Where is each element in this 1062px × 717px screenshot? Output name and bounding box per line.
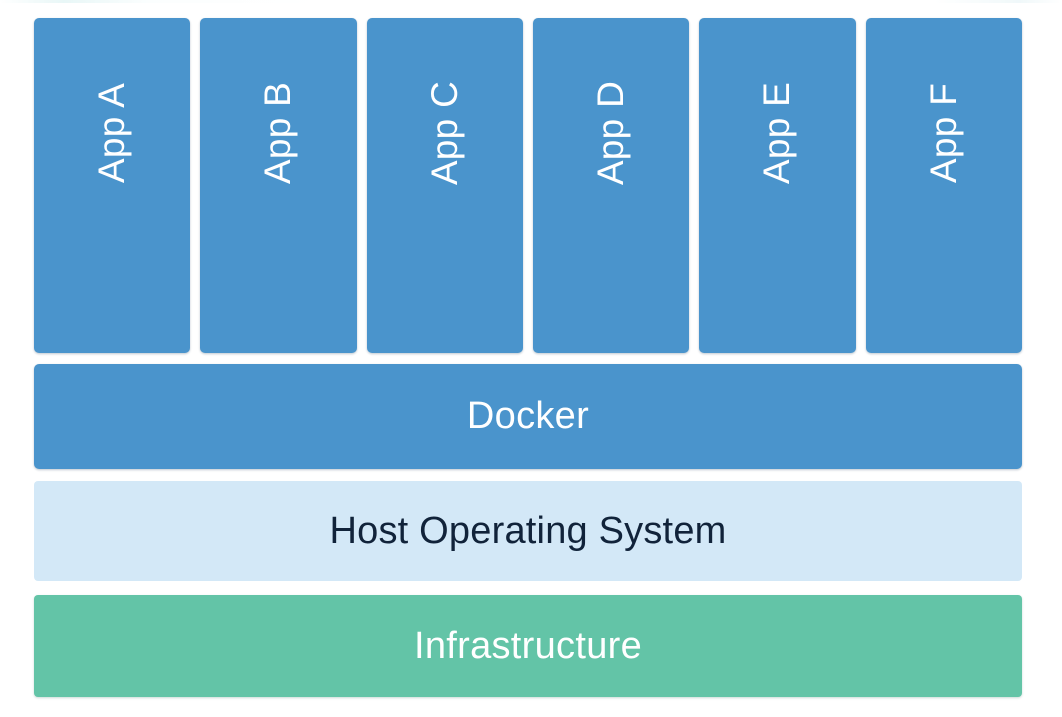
app-box-f-label: App F — [922, 82, 964, 183]
app-box-d-label: App D — [590, 80, 632, 185]
layer-host-operating-system[interactable]: Host Operating System — [34, 481, 1022, 581]
layer-docker-label: Docker — [466, 395, 590, 437]
app-box-a-label: App A — [91, 82, 133, 183]
layer-infrastructure[interactable]: Infrastructure — [34, 595, 1022, 697]
layer-infrastructure-label: Infrastructure — [413, 624, 643, 667]
application-layer: App A App B App C App D App E App F — [34, 18, 1022, 353]
app-box-b-label: App B — [257, 81, 299, 184]
app-box-b[interactable]: App B — [200, 18, 357, 353]
app-box-e-label: App E — [756, 81, 798, 184]
top-edge-sliver — [0, 0, 1062, 3]
layer-host-operating-system-label: Host Operating System — [329, 509, 727, 552]
app-box-e[interactable]: App E — [699, 18, 856, 353]
app-box-d[interactable]: App D — [532, 18, 690, 353]
layer-docker[interactable]: Docker — [34, 364, 1022, 469]
app-box-c[interactable]: App C — [366, 18, 523, 353]
app-box-f[interactable]: App F — [865, 18, 1022, 353]
app-box-c-label: App C — [423, 80, 465, 185]
app-box-a[interactable]: App A — [34, 18, 191, 353]
